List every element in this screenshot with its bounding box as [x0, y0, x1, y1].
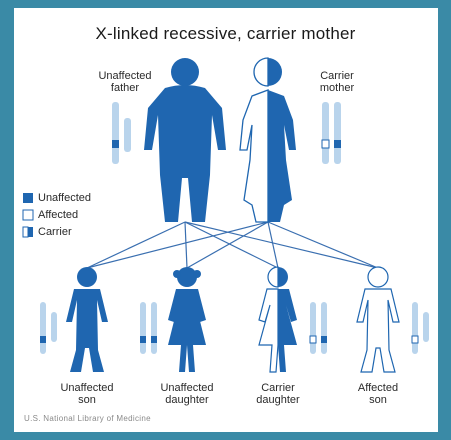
source-credit: U.S. National Library of Medicine: [24, 414, 151, 423]
daughter2-label-line1: Carrier: [238, 382, 318, 394]
son1-label-line1: Unaffected: [47, 382, 127, 394]
legend-unaffected: Unaffected: [38, 192, 91, 204]
father-chromosomes: [112, 102, 131, 164]
mother-label: Carrier mother: [302, 70, 372, 94]
diagram-title: X-linked recessive, carrier mother: [0, 24, 451, 44]
daughter-unaffected-figure: [168, 267, 206, 372]
legend-carrier: Carrier: [38, 226, 72, 238]
inheritance-lines: [87, 222, 378, 268]
mother-label-line1: Carrier: [302, 70, 372, 82]
son1-chromosomes: [40, 302, 57, 354]
daughter2-label-line2: daughter: [238, 394, 318, 406]
legend-affected: Affected: [38, 209, 78, 221]
son-unaffected-figure: [66, 267, 108, 372]
father-label-line1: Unaffected: [90, 70, 160, 82]
legend-swatches: [23, 193, 33, 237]
son1-label-line2: son: [47, 394, 127, 406]
daughter2-chromosomes: [310, 302, 327, 354]
mother-label-line2: mother: [302, 82, 372, 94]
daughter1-label: Unaffected daughter: [147, 382, 227, 406]
son2-label: Affected son: [338, 382, 418, 406]
son-affected-figure: [357, 267, 399, 372]
daughter2-label: Carrier daughter: [238, 382, 318, 406]
son2-label-line2: son: [338, 394, 418, 406]
daughter1-label-line1: Unaffected: [147, 382, 227, 394]
son2-chromosomes: [412, 302, 429, 354]
son1-label: Unaffected son: [47, 382, 127, 406]
daughter1-chromosomes: [140, 302, 157, 354]
mother-chromosomes: [322, 102, 341, 164]
daughter-carrier-figure: [259, 267, 297, 372]
mother-figure: [240, 58, 296, 222]
daughter1-label-line2: daughter: [147, 394, 227, 406]
father-label: Unaffected father: [90, 70, 160, 94]
son2-label-line1: Affected: [338, 382, 418, 394]
father-label-line2: father: [90, 82, 160, 94]
